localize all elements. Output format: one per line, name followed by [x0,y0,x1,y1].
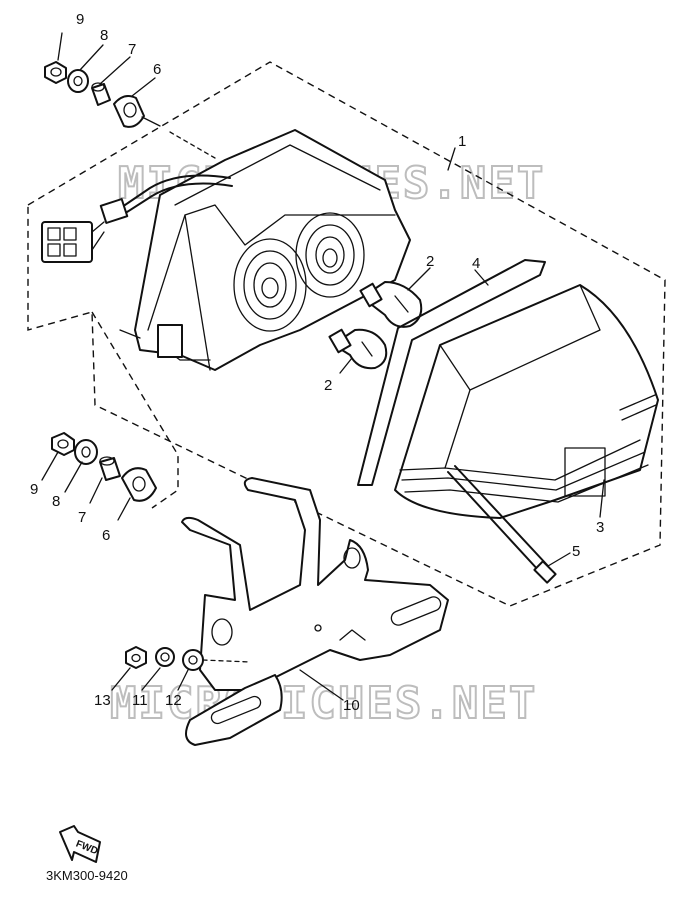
washer-lower [74,439,98,465]
callout-2-upper: 2 [426,253,434,270]
collar-lower [99,456,121,481]
callout-6-lower: 6 [102,527,110,544]
callout-13: 13 [94,692,111,709]
callout-6-top: 6 [153,61,161,78]
wire-connector [41,221,105,263]
bracket-nut-13 [125,646,147,669]
washer-top [67,69,89,93]
callout-5: 5 [572,543,580,560]
leader-lines [111,147,605,701]
lower-hardware-stack [41,432,157,521]
callout-8-lower: 8 [52,493,60,510]
bulb-lower [328,328,388,370]
nut-lower [51,432,75,456]
bracket-collar-11 [155,647,175,667]
callout-11: 11 [132,692,148,709]
callout-8-top: 8 [100,27,108,44]
callout-7-lower: 7 [78,509,86,526]
callout-3: 3 [596,519,604,536]
grommet-lower [121,467,157,502]
hardware-group-boundary [91,311,179,509]
license-plate-bracket [181,477,449,746]
callout-2-lower: 2 [324,377,332,394]
wiring-harness [41,174,233,263]
callout-10: 10 [343,697,360,714]
assembly-boundary [27,61,666,607]
lens-gasket [357,259,546,486]
collar-top [91,82,111,106]
nut-top [44,61,67,84]
callout-9-top: 9 [76,11,84,28]
tail-light-housing [119,129,411,371]
callout-12: 12 [165,692,182,709]
top-hardware-stack [44,32,216,159]
bracket-washer-12 [182,649,251,671]
diagram-code: 3KM300-9420 [46,868,128,883]
callout-1: 1 [458,133,466,150]
reflector-bracket [185,674,283,746]
forward-arrow-icon: FWD [59,825,101,863]
callout-7-top: 7 [128,41,136,58]
lens-screw [447,465,557,584]
callout-4: 4 [472,255,480,272]
tail-light-lens [394,284,659,519]
callout-9-lower: 9 [30,481,38,498]
housing-mount-boss [157,324,183,358]
grommet-top [113,95,161,128]
